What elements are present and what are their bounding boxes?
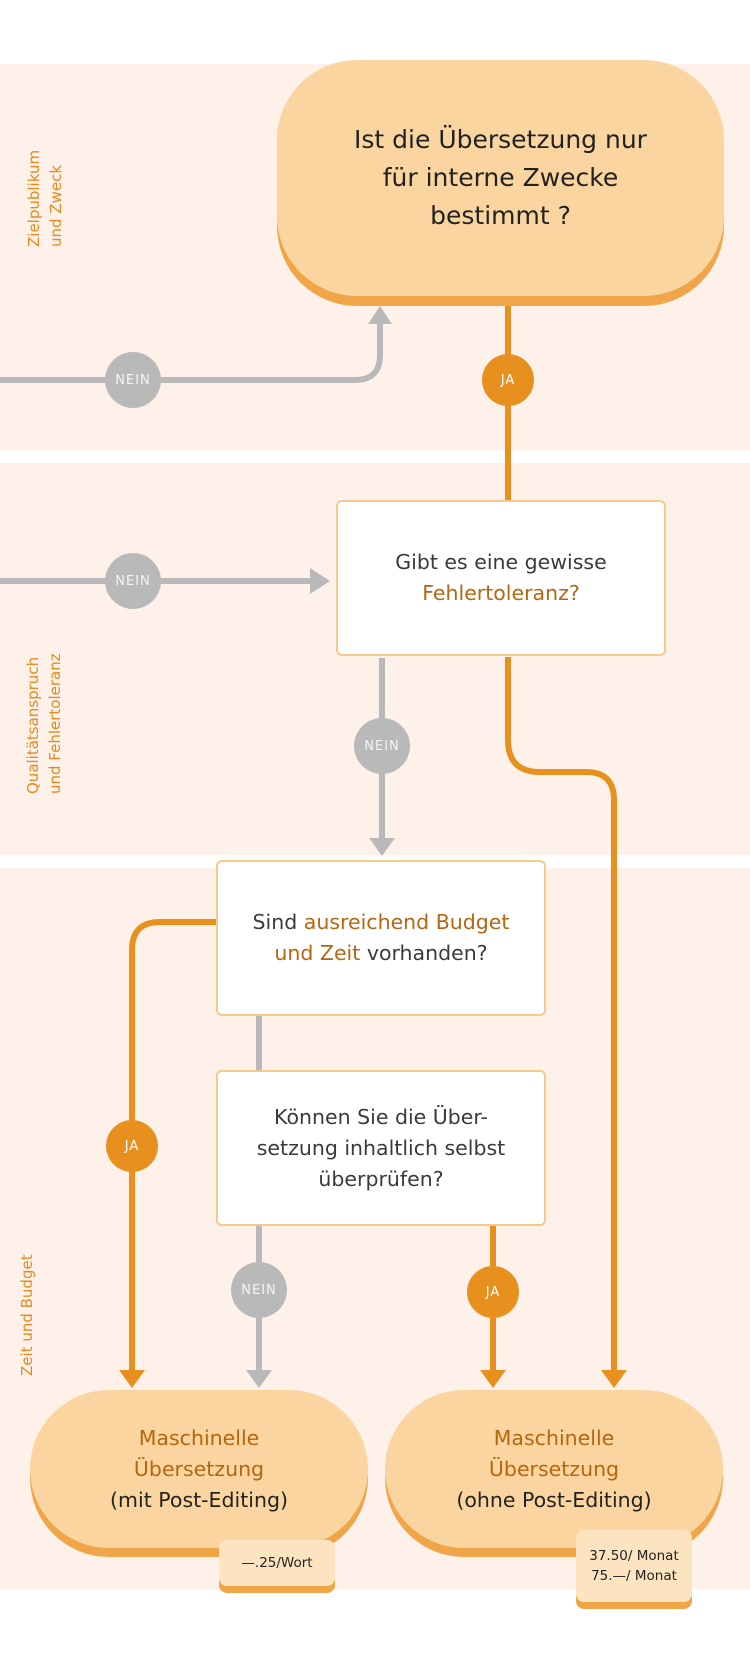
answer-ja-q4: JA <box>467 1266 519 1318</box>
outcome-left-subtitle: (mit Post-Editing) <box>110 1487 288 1512</box>
connector-q2-ja <box>505 657 617 1370</box>
arrowhead-q2 <box>310 568 330 594</box>
answer-nein-q2-left-label: NEIN <box>115 573 151 589</box>
price-right-monthly-1: 37.50/ Monat <box>589 1548 679 1564</box>
answer-nein-q4-label: NEIN <box>241 1282 277 1298</box>
price-badge-left: —.25/Wort <box>219 1540 335 1586</box>
answer-ja-top: JA <box>482 354 534 406</box>
arrowhead-nein-end <box>246 1370 272 1388</box>
price-badge-right: 37.50/ Monat 75.—/ Monat <box>576 1530 692 1602</box>
outcome-left-title: Maschinelle Übersetzung <box>133 1425 265 1481</box>
arrowhead-top <box>368 306 392 324</box>
answer-nein-top-label: NEIN <box>115 372 151 388</box>
outcome-mt-without-post-editing-text: Maschinelle Übersetzung (ohne Post-Editi… <box>456 1423 651 1516</box>
question-error-tolerance-line1: Gibt es eine gewisse <box>395 550 607 574</box>
answer-ja-q3-label: JA <box>124 1138 140 1154</box>
outcome-mt-without-post-editing: Maschinelle Übersetzung (ohne Post-Editi… <box>385 1390 723 1548</box>
outcome-mt-with-post-editing: Maschinelle Übersetzung (mit Post-Editin… <box>30 1390 368 1548</box>
answer-ja-top-label: JA <box>500 372 516 388</box>
arrowhead-right-end <box>601 1370 627 1388</box>
question-budget-time-part1: Sind <box>252 910 304 934</box>
answer-nein-q4: NEIN <box>231 1262 287 1318</box>
answer-nein-q2-down: NEIN <box>354 718 410 774</box>
question-budget-time-highlight: ausreichend Budget und Zeit <box>274 910 510 965</box>
outcome-right-subtitle: (ohne Post-Editing) <box>456 1487 652 1512</box>
answer-nein-top: NEIN <box>105 352 161 408</box>
price-right-text: 37.50/ Monat 75.—/ Monat <box>589 1546 679 1586</box>
question-self-review: Können Sie die Über-setzung inhaltlich s… <box>216 1070 546 1226</box>
question-internal-purpose-text: Ist die Übersetzung nur für interne Zwec… <box>354 125 647 230</box>
price-left-text: —.25/Wort <box>241 1555 313 1571</box>
outcome-mt-with-post-editing-text: Maschinelle Übersetzung (mit Post-Editin… <box>110 1423 288 1516</box>
arrowhead-q4-ja <box>480 1370 506 1388</box>
question-error-tolerance: Gibt es eine gewisse Fehlertoleranz? <box>336 500 666 656</box>
answer-nein-q2-left: NEIN <box>105 553 161 609</box>
question-self-review-text: Können Sie die Über-setzung inhaltlich s… <box>256 1104 506 1191</box>
outcome-right-title: Maschinelle Übersetzung <box>488 1425 620 1481</box>
question-internal-purpose: Ist die Übersetzung nur für interne Zwec… <box>277 60 724 296</box>
question-budget-time-part3: vorhanden? <box>360 941 488 965</box>
answer-ja-q4-label: JA <box>485 1284 501 1300</box>
question-error-tolerance-highlight: Fehlertoleranz? <box>422 581 580 605</box>
answer-ja-q3: JA <box>106 1120 158 1172</box>
question-budget-time-text: Sind ausreichend Budget und Zeit vorhand… <box>246 907 516 969</box>
arrowhead-q3 <box>369 838 395 856</box>
price-right-monthly-2: 75.—/ Monat <box>591 1568 677 1584</box>
arrowhead-left-end <box>119 1370 145 1388</box>
question-error-tolerance-text: Gibt es eine gewisse Fehlertoleranz? <box>395 547 606 609</box>
connector-q3-ja <box>129 919 216 1370</box>
question-budget-time: Sind ausreichend Budget und Zeit vorhand… <box>216 860 546 1016</box>
answer-nein-q2-down-label: NEIN <box>364 738 400 754</box>
connector-nein-top <box>0 320 383 383</box>
